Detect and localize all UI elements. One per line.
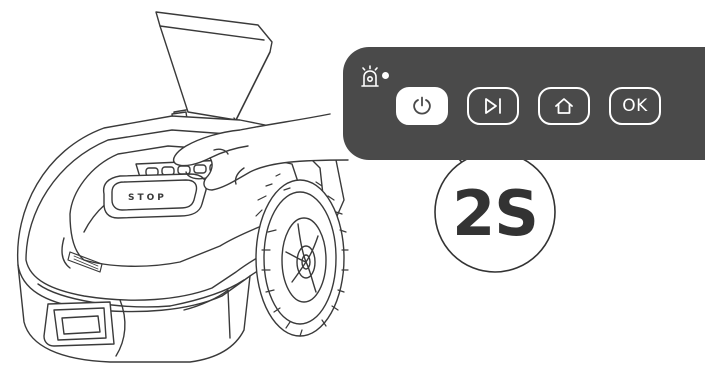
- stop-button: STOP: [104, 174, 207, 218]
- play-next-button[interactable]: [467, 87, 519, 125]
- hold-duration-label: 2S: [440, 176, 550, 252]
- play-next-icon: [482, 96, 504, 116]
- ok-button-label: OK: [622, 96, 648, 116]
- home-icon: [553, 96, 575, 116]
- stop-button-label: STOP: [128, 193, 167, 203]
- power-icon: [411, 95, 433, 117]
- home-button[interactable]: [538, 87, 590, 125]
- power-button[interactable]: [396, 87, 448, 125]
- alert-beacon-icon: [359, 65, 381, 89]
- control-panel: OK: [343, 47, 705, 160]
- status-led: [382, 72, 389, 79]
- ok-button[interactable]: OK: [609, 87, 661, 125]
